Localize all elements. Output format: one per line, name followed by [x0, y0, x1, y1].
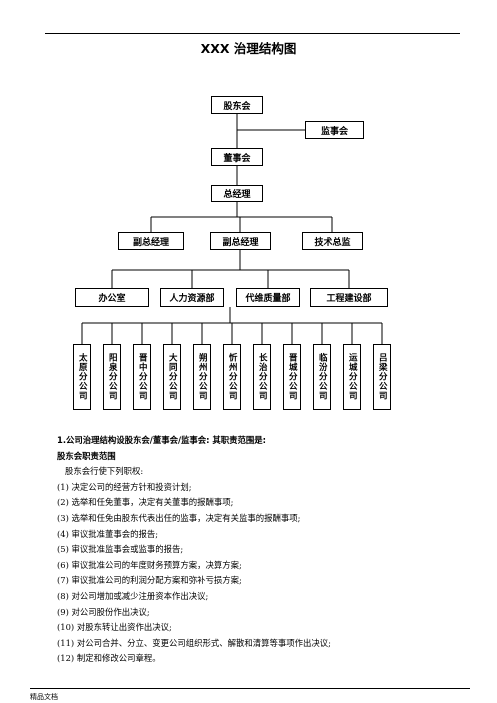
gm-box: 总经理 — [211, 185, 263, 202]
list-item: (10) 对股东转让出资作出决议; — [57, 622, 172, 633]
branch-box-1: 太原分公司 — [73, 344, 91, 410]
department-hr-box: 人力资源部 — [160, 288, 224, 307]
list-item: (6) 审议批准公司的年度财务预算方案，决算方案; — [57, 559, 242, 570]
branch-box-5: 朔州分公司 — [193, 344, 211, 410]
board-box: 董事会 — [211, 148, 263, 166]
list-item: (11) 对公司合并、分立、变更公司组织形式、解散和清算等事项作出决议; — [57, 637, 331, 648]
list-item: (4) 审议批准董事会的报告; — [57, 528, 159, 539]
branch-box-10: 运城分公司 — [343, 344, 361, 410]
page-title: XXX 治理结构图 — [200, 41, 297, 56]
body-text: 1.公司治理结构设股东会/董事会/监事会: 其职责范围是: 股东会职责范围 股东… — [57, 433, 477, 667]
branch-box-9: 临汾分公司 — [313, 344, 331, 410]
department-quality-box: 代维质量部 — [236, 288, 300, 307]
list-item: (9) 对公司股份作出决议; — [57, 606, 150, 617]
branch-box-3: 晋中分公司 — [133, 344, 151, 410]
section-heading: 1.公司治理结构设股东会/董事会/监事会: 其职责范围是: — [57, 435, 266, 445]
tech-director-box: 技术总监 — [302, 232, 363, 250]
header-rule — [45, 33, 460, 34]
branch-box-2: 阳泉分公司 — [103, 344, 121, 410]
department-office-box: 办公室 — [75, 288, 149, 307]
footer-rule — [30, 688, 470, 689]
section-subheading: 股东会职责范围 — [57, 450, 116, 461]
deputy-gm-box-1: 副总经理 — [118, 232, 184, 250]
list-item: (2) 选举和任免董事，决定有关董事的报酬事项; — [57, 497, 234, 508]
branch-box-4: 大同分公司 — [163, 344, 181, 410]
branch-box-6: 忻州分公司 — [223, 344, 241, 410]
branch-box-11: 吕梁分公司 — [373, 344, 391, 410]
list-item: (8) 对公司增加或减少注册资本作出决议; — [57, 590, 209, 601]
list-item: (1) 决定公司的经营方针和投资计划; — [57, 481, 192, 492]
section-intro: 股东会行使下列职权: — [65, 466, 144, 477]
footer-text: 精品文档 — [30, 693, 58, 701]
shareholders-box: 股东会 — [211, 96, 263, 114]
department-engineering-box: 工程建设部 — [310, 288, 388, 307]
supervisors-box: 监事会 — [305, 121, 364, 139]
list-item: (3) 选举和任免由股东代表出任的监事，决定有关监事的报酬事项; — [57, 512, 301, 523]
branch-box-8: 晋城分公司 — [283, 344, 301, 410]
list-item: (7) 审议批准公司的利润分配方案和弥补亏损方案; — [57, 575, 242, 586]
deputy-gm-box-2: 副总经理 — [210, 232, 271, 250]
branch-box-7: 长治分公司 — [253, 344, 271, 410]
list-item: (12) 制定和修改公司章程。 — [57, 653, 161, 664]
org-chart-connectors — [81, 114, 383, 344]
list-item: (5) 审议批准监事会或监事的报告; — [57, 544, 184, 555]
